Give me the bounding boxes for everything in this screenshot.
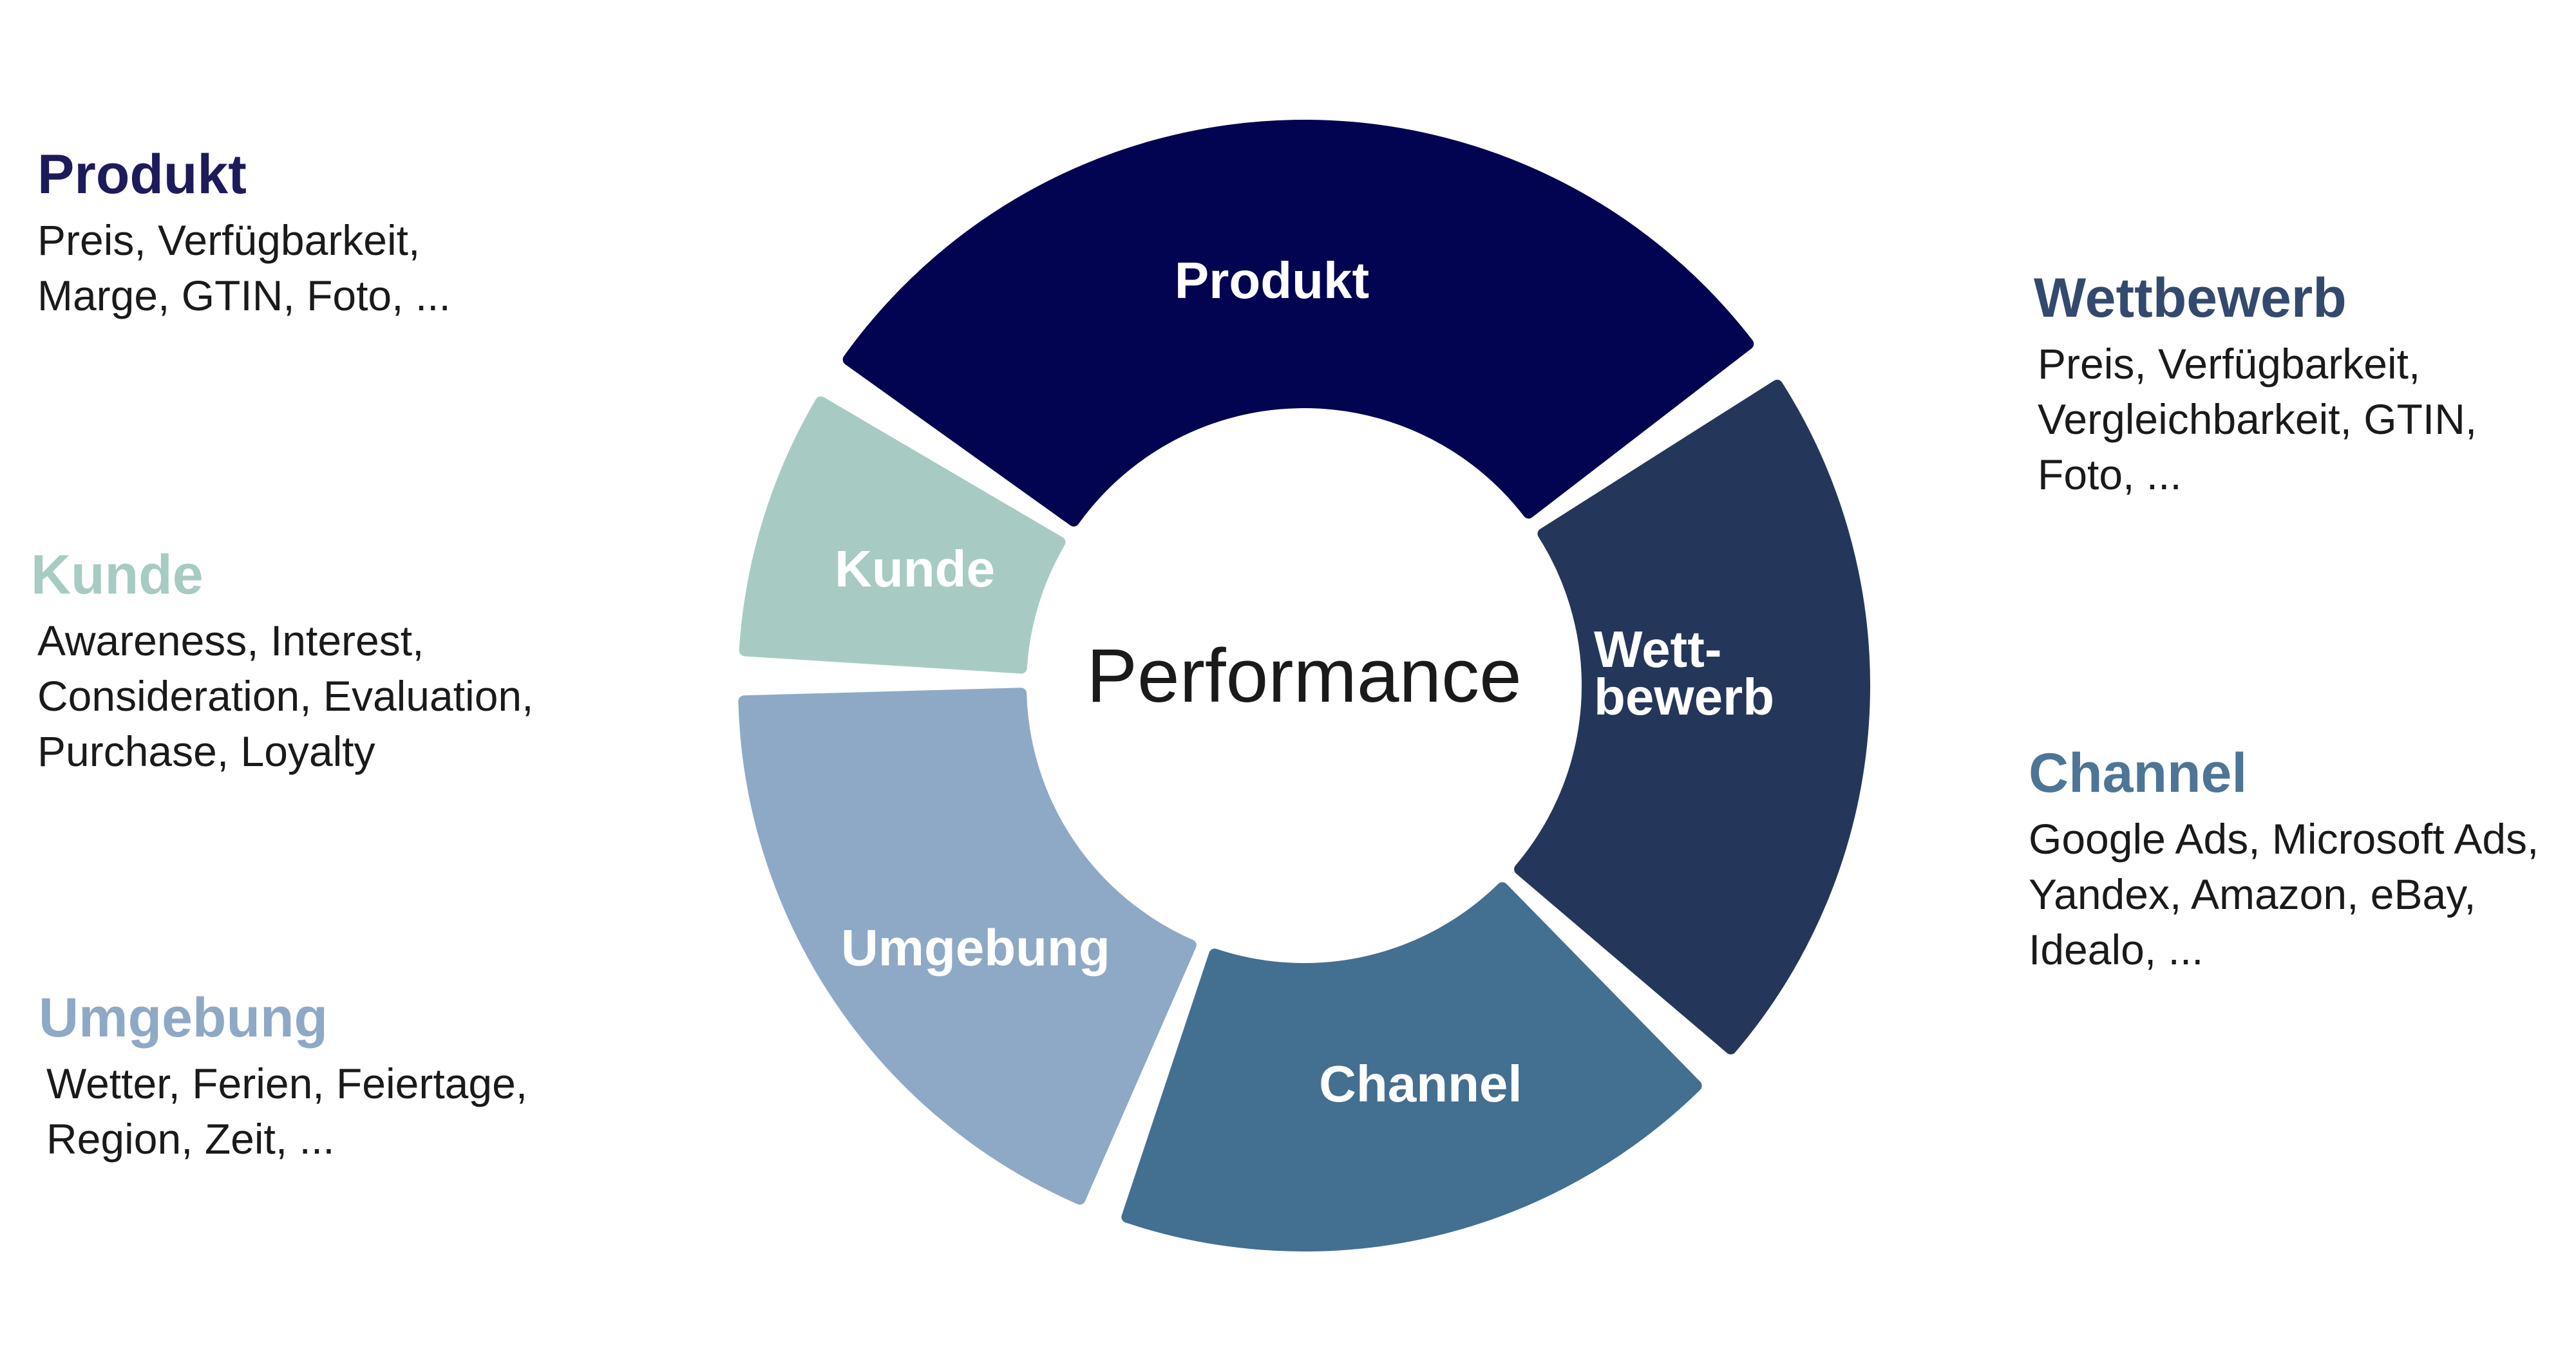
description-wettbewerb-line-2: Vergleichbarkeit, GTIN, [2038, 395, 2477, 443]
segment-label-channel: Channel [1319, 1055, 1522, 1112]
description-produkt-title: Produkt [37, 144, 247, 205]
description-wettbewerb: Wettbewerb Preis, Verfügbarkeit, Verglei… [2034, 270, 2576, 502]
segments-layer [738, 120, 1871, 1251]
description-kunde-line-2: Consideration, Evaluation, [37, 672, 534, 720]
segment-label-wettbewerb-line-1: Wett- [1594, 621, 1721, 678]
segment-umgebung [738, 688, 1197, 1205]
description-channel-line-2: Yandex, Amazon, eBay, [2029, 870, 2476, 918]
description-kunde-line-1: Awareness, Interest, [37, 617, 424, 664]
segment-label-wettbewerb-line-2: bewerb [1594, 668, 1774, 726]
description-kunde-title: Kunde [31, 544, 204, 606]
description-umgebung: Umgebung Wetter, Ferien, Feiertage, Regi… [39, 990, 618, 1167]
segment-produkt [842, 120, 1754, 527]
description-wettbewerb-line-1: Preis, Verfügbarkeit, [2038, 340, 2421, 388]
segment-wettbewerb [1514, 379, 1871, 1054]
description-produkt-line-1: Preis, Verfügbarkeit, [37, 216, 421, 264]
description-channel-line-1: Google Ads, Microsoft Ads, [2029, 815, 2539, 863]
description-wettbewerb-line-3: Foto, ... [2038, 451, 2182, 498]
segment-label-wettbewerb: Wett-bewerb [1594, 621, 1774, 726]
description-kunde: Kunde Awareness, Interest, Consideration… [31, 547, 611, 779]
segment-kunde [739, 396, 1066, 674]
description-channel-title: Channel [2029, 742, 2248, 804]
segment-label-channel-line-1: Channel [1319, 1055, 1522, 1112]
segment-label-kunde: Kunde [835, 540, 995, 597]
center-label: Performance [1086, 633, 1522, 718]
segment-channel [1121, 882, 1702, 1251]
description-channel-line-3: Idealo, ... [2029, 926, 2204, 973]
segment-label-produkt: Produkt [1175, 252, 1369, 309]
description-produkt: Produkt Preis, Verfügbarkeit, Marge, GTI… [37, 147, 617, 323]
segment-label-umgebung-line-1: Umgebung [841, 919, 1110, 976]
description-umgebung-title: Umgebung [39, 987, 328, 1049]
segment-label-produkt-line-1: Produkt [1175, 252, 1369, 309]
segment-label-umgebung: Umgebung [841, 919, 1110, 976]
description-channel: Channel Google Ads, Microsoft Ads, Yande… [2029, 745, 2576, 977]
description-umgebung-line-1: Wetter, Ferien, Feiertage, [46, 1060, 528, 1107]
segment-label-kunde-line-1: Kunde [835, 540, 995, 597]
description-kunde-line-3: Purchase, Loyalty [37, 727, 375, 775]
description-wettbewerb-title: Wettbewerb [2034, 267, 2347, 329]
description-produkt-line-2: Marge, GTIN, Foto, ... [37, 272, 451, 319]
description-umgebung-line-2: Region, Zeit, ... [46, 1115, 335, 1163]
